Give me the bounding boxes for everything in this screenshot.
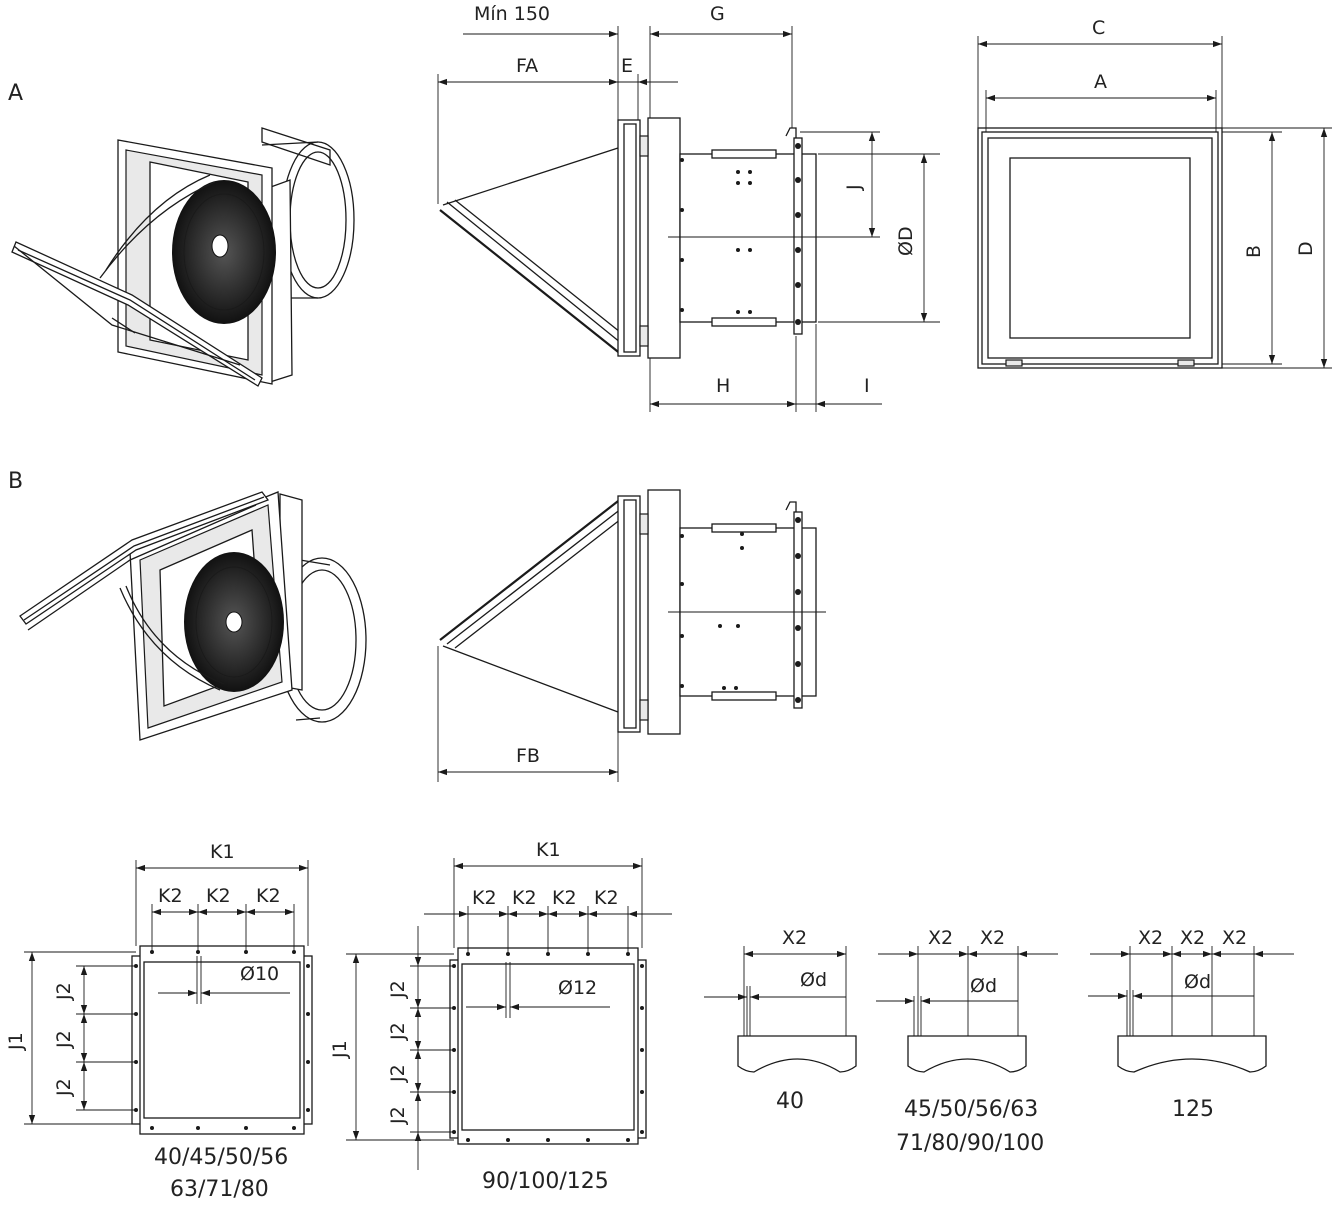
dim-o10: Ø10 bbox=[240, 963, 279, 985]
dim-k2-small-1: K2 bbox=[158, 885, 183, 907]
dim-a: A bbox=[1094, 71, 1107, 93]
dim-k2-large-2: K2 bbox=[512, 887, 537, 909]
dim-j1-large: J1 bbox=[329, 1040, 351, 1059]
dim-od-d125: Ød bbox=[1184, 971, 1211, 993]
caption-flange-small-2: 63/71/80 bbox=[170, 1177, 269, 1202]
dim-i: I bbox=[864, 375, 870, 397]
dim-k2-large-1: K2 bbox=[472, 887, 497, 909]
dim-fa: FA bbox=[516, 55, 538, 77]
dim-x2-d125-3: X2 bbox=[1222, 927, 1247, 949]
dim-j: J bbox=[843, 184, 865, 191]
detail-125: X2 X2 X2 Ød 125 bbox=[1088, 927, 1294, 1122]
dim-x2-dmid-2: X2 bbox=[980, 927, 1005, 949]
dim-k2-large-3: K2 bbox=[552, 887, 577, 909]
iso-view-a bbox=[11, 127, 355, 387]
caption-detail-125: 125 bbox=[1172, 1097, 1214, 1122]
dim-k2-small-3: K2 bbox=[256, 885, 281, 907]
detail-mid: X2 X2 Ød 45/50/56/63 71/80/90/100 bbox=[876, 927, 1058, 1156]
flange-drawing-large: K1 K2 K2 K2 K2 J1 J2 J2 J2 bbox=[329, 839, 672, 1194]
dim-od-d40: Ød bbox=[800, 969, 827, 991]
detail-40: X2 Ød 40 bbox=[704, 927, 857, 1114]
iso-view-b bbox=[19, 491, 367, 741]
dim-j2-small-2: J2 bbox=[53, 1030, 75, 1049]
dim-g: G bbox=[710, 3, 725, 25]
caption-detail-40: 40 bbox=[776, 1089, 804, 1114]
dim-h: H bbox=[716, 375, 730, 397]
flange-drawing-small: K1 K2 K2 K2 J1 J2 J2 J2 Ø10 40/45/50/56 bbox=[5, 841, 313, 1202]
dim-j2-large-3: J2 bbox=[387, 1064, 409, 1083]
dim-x2-d40: X2 bbox=[782, 927, 807, 949]
dim-min150: Mín 150 bbox=[474, 3, 550, 25]
dim-j2-large-1: J2 bbox=[387, 980, 409, 999]
section-label-a: A bbox=[8, 81, 23, 106]
caption-detail-mid-2: 71/80/90/100 bbox=[896, 1131, 1044, 1156]
dim-o12: Ø12 bbox=[558, 977, 597, 999]
dim-k1-large: K1 bbox=[536, 839, 561, 861]
dim-od-dmid: Ød bbox=[970, 975, 997, 997]
section-label-b: B bbox=[8, 469, 23, 494]
dim-j2-small-3: J2 bbox=[53, 1078, 75, 1097]
dim-od: ØD bbox=[895, 226, 917, 256]
caption-flange-large: 90/100/125 bbox=[482, 1169, 609, 1194]
dim-x2-d125-1: X2 bbox=[1138, 927, 1163, 949]
dim-c: C bbox=[1092, 17, 1105, 39]
side-view-a: Mín 150 G FA E J ØD H I bbox=[437, 3, 940, 412]
dim-k2-large-4: K2 bbox=[594, 887, 619, 909]
dim-b: B bbox=[1243, 245, 1265, 258]
dim-j2-large-2: J2 bbox=[387, 1022, 409, 1041]
side-view-b: FB bbox=[437, 489, 826, 782]
dim-e: E bbox=[621, 55, 633, 77]
caption-flange-small-1: 40/45/50/56 bbox=[154, 1145, 288, 1170]
dim-j2-large-4: J2 bbox=[387, 1106, 409, 1125]
dim-d: D bbox=[1295, 241, 1317, 256]
dim-j1-small: J1 bbox=[5, 1032, 27, 1051]
dim-x2-d125-2: X2 bbox=[1180, 927, 1205, 949]
dim-x2-dmid-1: X2 bbox=[928, 927, 953, 949]
dim-fb: FB bbox=[516, 745, 540, 767]
dim-k1-small: K1 bbox=[210, 841, 235, 863]
dim-k2-small-2: K2 bbox=[206, 885, 231, 907]
front-view-a: C A B D bbox=[977, 17, 1332, 369]
caption-detail-mid-1: 45/50/56/63 bbox=[904, 1097, 1038, 1122]
dim-j2-small-1: J2 bbox=[53, 982, 75, 1001]
